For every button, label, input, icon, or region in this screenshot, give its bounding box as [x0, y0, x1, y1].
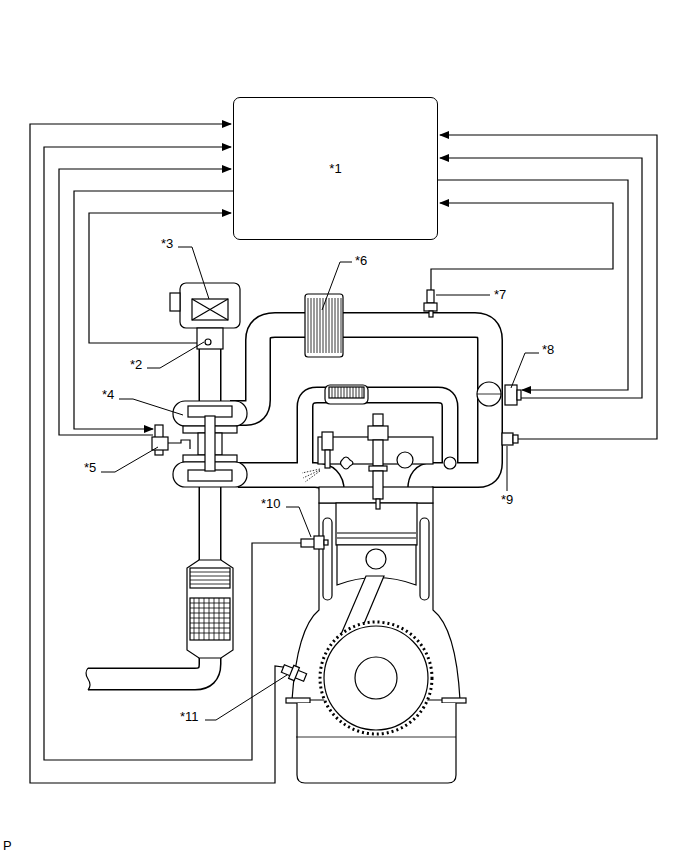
- pipe-break: [86, 668, 90, 690]
- leader-lines: [101, 247, 539, 720]
- callout-number: *2: [129, 357, 143, 373]
- hatching: [190, 298, 501, 737]
- callout-number: *3: [160, 236, 174, 252]
- callout-number: *4: [101, 387, 115, 403]
- callout-number: *7: [493, 287, 507, 303]
- callout-number: *9: [500, 492, 514, 508]
- control-unit-box: *1: [233, 97, 438, 240]
- callout-number: *5: [83, 460, 97, 476]
- callout-number: *10: [260, 496, 282, 512]
- callout-number: P: [2, 838, 13, 852]
- callout-number: *11: [179, 709, 200, 725]
- components: [152, 283, 521, 783]
- callout-number: *6: [354, 253, 368, 269]
- callout-number: *8: [541, 342, 555, 358]
- callout-number: *1: [329, 161, 341, 177]
